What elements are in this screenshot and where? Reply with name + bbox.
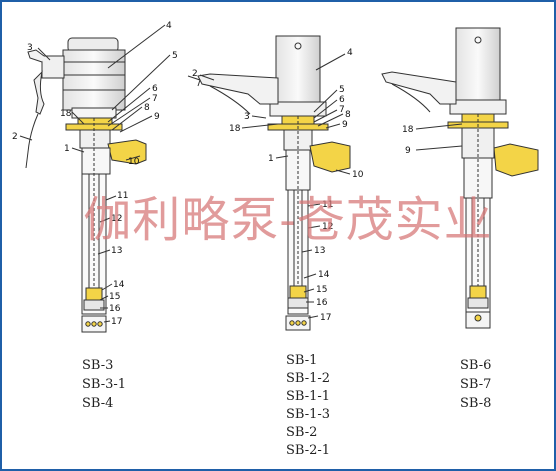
callout-label: 8 xyxy=(144,103,150,113)
callout-label: 5 xyxy=(339,85,345,95)
model-list-middle: SB-1 SB-1-2 SB-1-1 SB-1-3 SB-2 SB-2-1 xyxy=(286,352,330,460)
callout-label: 15 xyxy=(316,285,327,295)
callout-label: 12 xyxy=(111,214,122,224)
callout-label: 18 xyxy=(229,124,241,134)
pump-right xyxy=(381,27,539,329)
pump-left xyxy=(19,24,171,333)
callout-label: 3 xyxy=(244,112,250,122)
callout-label: 17 xyxy=(111,317,122,327)
callout-label: 13 xyxy=(314,246,325,256)
model-label: SB-1-2 xyxy=(286,371,331,386)
callout-label: 12 xyxy=(322,222,333,232)
callout-label: 18 xyxy=(60,109,72,119)
callout-label: 10 xyxy=(352,170,364,180)
callout-label: 1 xyxy=(64,144,70,154)
callout-label: 8 xyxy=(345,110,351,120)
model-label: SB-8 xyxy=(460,396,492,411)
model-list-left: SB-3 SB-3-1 SB-4 xyxy=(82,356,126,413)
callout-label: 9 xyxy=(405,146,411,156)
model-label: SB-6 xyxy=(460,358,492,373)
pump-middle xyxy=(187,35,351,331)
model-label: SB-7 xyxy=(460,377,492,392)
callout-label: 15 xyxy=(109,292,120,302)
model-label: SB-1-1 xyxy=(286,389,331,404)
callout-label: 13 xyxy=(111,246,122,256)
callout-label: 11 xyxy=(322,200,333,210)
callout-label: 2 xyxy=(12,132,18,142)
callout-label: 9 xyxy=(154,112,160,122)
callout-label: 4 xyxy=(347,48,353,58)
model-label: SB-1 xyxy=(286,353,318,368)
watermark: 伽利略泵-苍茂实业 xyxy=(83,192,493,248)
callout-label: 14 xyxy=(113,280,125,290)
callout-label: 6 xyxy=(339,95,345,105)
callout-label: 1 xyxy=(268,154,274,164)
model-label: SB-2 xyxy=(286,425,318,440)
callout-label: 6 xyxy=(152,84,158,94)
callout-label: 7 xyxy=(339,105,345,115)
callout-label: 4 xyxy=(166,21,172,31)
callout-label: 10 xyxy=(128,157,140,167)
callout-label: 2 xyxy=(192,69,198,79)
model-label: SB-4 xyxy=(82,396,114,411)
callouts-left: 4 3 5 6 7 8 18 9 2 1 10 11 12 13 14 15 1… xyxy=(12,21,178,327)
callout-label: 5 xyxy=(172,51,178,61)
model-label: SB-3 xyxy=(82,358,114,373)
callout-label: 18 xyxy=(402,125,414,135)
callout-label: 11 xyxy=(117,191,128,201)
callout-label: 17 xyxy=(320,313,331,323)
model-label: SB-3-1 xyxy=(82,377,127,392)
model-list-right: SB-6 SB-7 SB-8 xyxy=(460,356,491,413)
callout-label: 16 xyxy=(316,298,328,308)
callout-label: 16 xyxy=(109,304,121,314)
model-label: SB-1-3 xyxy=(286,407,331,422)
callout-label: 3 xyxy=(27,43,33,53)
callouts-middle: 4 2 5 6 7 8 3 9 18 1 10 11 12 13 14 15 1… xyxy=(192,48,364,323)
callout-label: 9 xyxy=(342,120,348,130)
callout-label: 7 xyxy=(152,94,158,104)
callout-label: 14 xyxy=(318,270,330,280)
model-label: SB-2-1 xyxy=(286,443,331,458)
callouts-right: 18 9 xyxy=(402,125,414,156)
